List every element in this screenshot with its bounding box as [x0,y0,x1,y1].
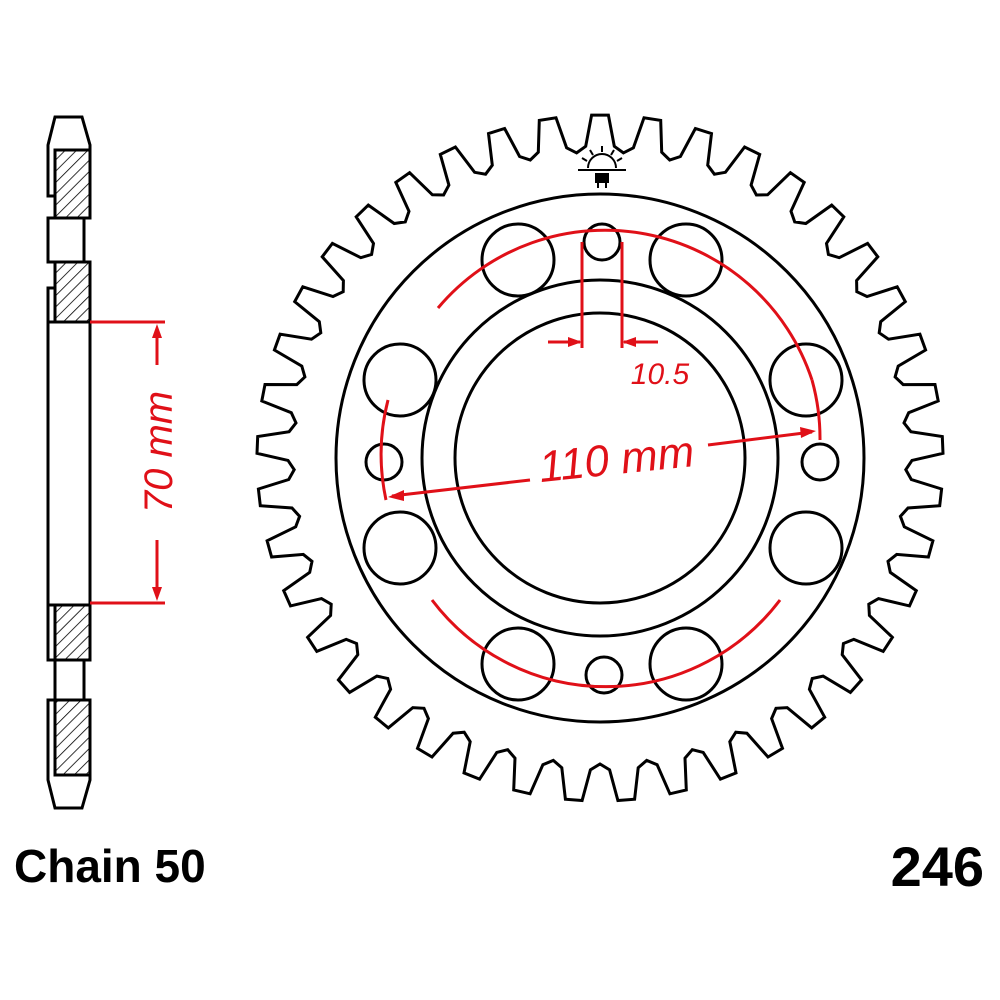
small-hole [584,655,624,695]
inner-ring-circle [334,192,866,724]
side-profile-view [46,115,92,810]
hole-diameter-label: 10.5 [631,358,690,391]
bolt-circle-dimension [379,228,822,689]
large-hole [480,626,556,702]
hole-diameter-dimension [548,242,658,348]
bolt-circle-label: 110 mm [537,427,697,492]
hatch-upper-2 [53,260,92,324]
hatch-upper-1 [53,148,92,220]
part-number-label: 246 [891,835,984,898]
chain-label: Chain 50 [14,840,206,892]
hatch-lower-1 [53,603,92,662]
small-hole [364,442,404,482]
large-hole [362,342,438,418]
brand-logo-icon [578,146,626,188]
hub-ring-circle [420,278,780,638]
hub-thickness-dimension [90,320,165,605]
small-hole [582,222,622,262]
hatch-lower-2 [53,698,92,777]
sprocket-front-view [255,113,945,803]
large-hole [362,510,438,586]
large-hole [648,222,724,298]
center-bore-circle [453,311,747,605]
hub-thickness-label: 70 mm [137,391,181,513]
small-hole [800,442,840,482]
large-hole [768,342,844,418]
large-hole [648,626,724,702]
large-hole [480,222,556,298]
sprocket-teeth-outline [255,113,945,803]
large-hole [768,510,844,586]
